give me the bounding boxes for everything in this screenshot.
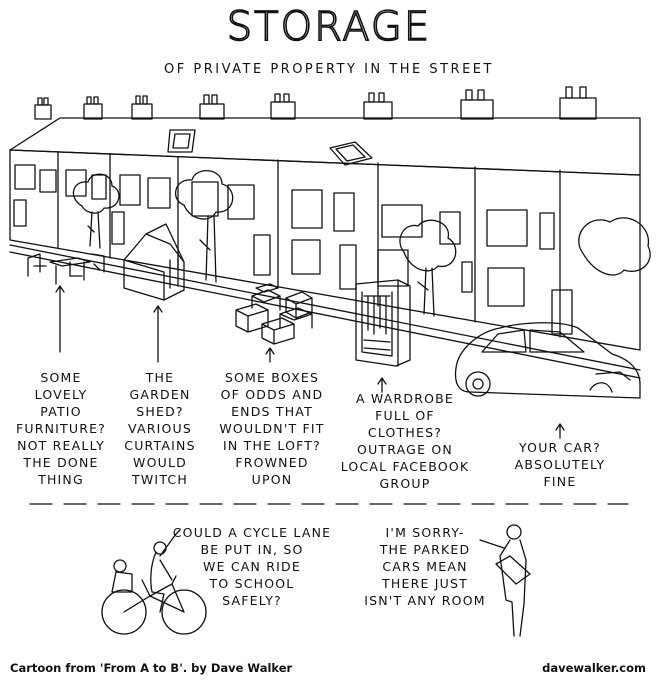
- caption-shed: THE GARDEN SHED? VARIOUS CURTAINS WOULD …: [124, 370, 196, 487]
- patio-furniture-icon: [27, 253, 105, 285]
- page-subtitle: OF PRIVATE PROPERTY IN THE STREET: [164, 62, 494, 77]
- caption-wardrobe: A WARDROBE FULL OF CLOTHES? OUTRAGE ON L…: [340, 391, 470, 491]
- speech-cyclist: COULD A CYCLE LANE BE PUT IN, SO WE CAN …: [172, 525, 332, 608]
- caption-patio: SOME LOVELY PATIO FURNITURE? NOT REALLY …: [15, 370, 107, 487]
- car-icon: [454, 322, 641, 399]
- site-link[interactable]: davewalker.com: [542, 661, 646, 675]
- wardrobe-icon: [355, 279, 411, 367]
- chimney-icon: [34, 86, 597, 120]
- speech-official: I'M SORRY- THE PARKED CARS MEAN THERE JU…: [364, 525, 486, 608]
- credit-text: Cartoon from 'From A to B'. by Dave Walk…: [10, 661, 293, 675]
- arrow-icon: [55, 285, 565, 439]
- official-icon: [479, 524, 531, 637]
- page-title: STORAGE: [226, 3, 432, 51]
- shed-icon: [123, 223, 185, 301]
- cyclist-icon: [101, 529, 207, 635]
- boxes-icon: [235, 283, 313, 345]
- dormer-window: [167, 129, 196, 153]
- door-icon: [13, 199, 573, 335]
- tree-icon: [72, 170, 651, 317]
- caption-car: YOUR CAR? ABSOLUTELY FINE: [514, 440, 606, 489]
- caption-boxes: SOME BOXES OF ODDS AND ENDS THAT WOULDN'…: [219, 370, 325, 487]
- roof: [9, 117, 641, 176]
- window-icon: [14, 164, 555, 307]
- skylight: [329, 141, 373, 166]
